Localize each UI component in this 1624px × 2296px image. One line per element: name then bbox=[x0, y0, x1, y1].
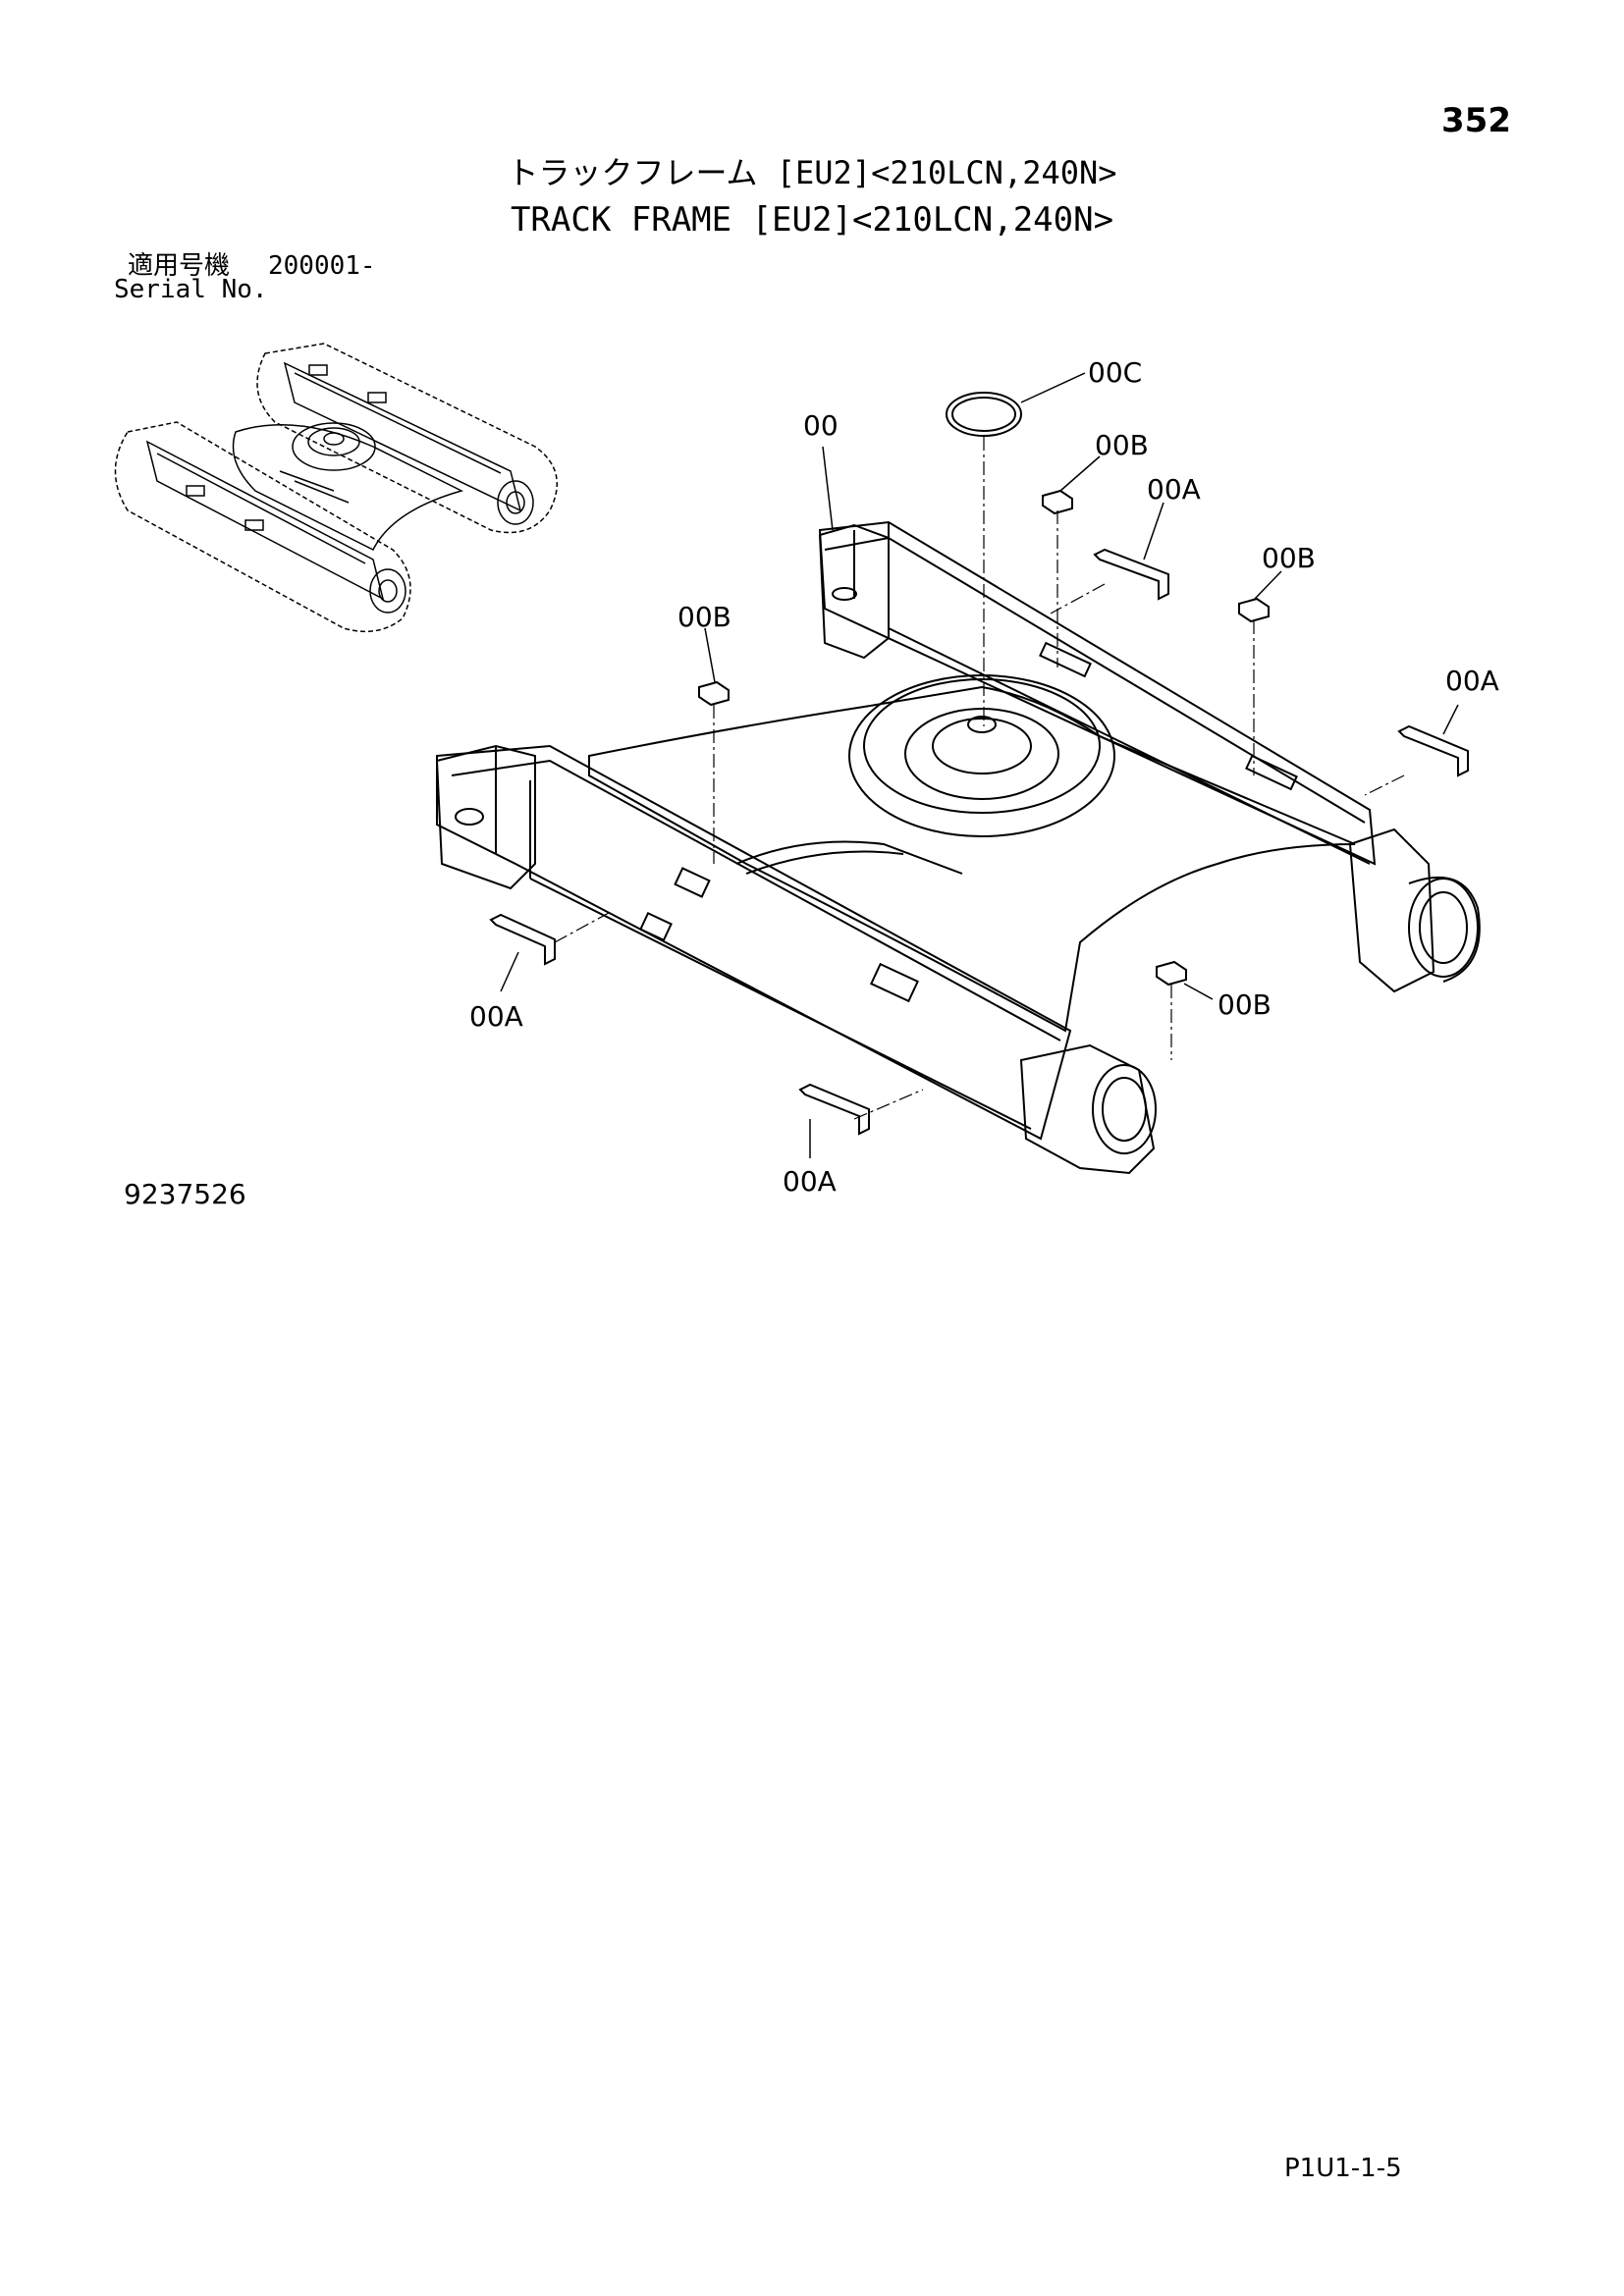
leader-00C bbox=[1020, 372, 1086, 403]
callout-00A-left: 00A bbox=[469, 1000, 523, 1033]
clip-part-left bbox=[489, 913, 556, 966]
leader-00A-left bbox=[500, 951, 519, 992]
callout-00A-lower: 00A bbox=[783, 1165, 837, 1198]
callout-00B-lower: 00B bbox=[1218, 988, 1272, 1021]
page-title-japanese: トラックフレーム [EU2]<210LCN,240N> bbox=[507, 154, 1117, 191]
serial-number-value: 200001- bbox=[268, 251, 376, 281]
callout-00B-right: 00B bbox=[1262, 542, 1316, 574]
callout-00B-upper: 00B bbox=[1095, 429, 1149, 461]
leader-00A-right bbox=[1442, 704, 1459, 735]
left-side-rail bbox=[436, 744, 1072, 1141]
leader-00B-lower bbox=[1183, 983, 1214, 1000]
figure-number: 9237526 bbox=[124, 1178, 246, 1210]
left-idler-housing bbox=[1019, 1043, 1156, 1175]
page-title-english: TRACK FRAME [EU2]<210LCN,240N> bbox=[510, 200, 1114, 240]
serial-label-japanese: 適用号機 bbox=[128, 251, 231, 281]
right-idler-housing bbox=[1348, 828, 1435, 993]
clip-part-lower bbox=[798, 1083, 870, 1136]
leader-00B-left bbox=[704, 627, 716, 683]
callout-00A-right: 00A bbox=[1445, 665, 1499, 697]
pad-part-upper bbox=[1042, 489, 1073, 515]
swing-circle-mount bbox=[848, 674, 1115, 837]
pad-part-lower bbox=[1156, 960, 1187, 987]
callout-00B-left: 00B bbox=[677, 601, 731, 633]
callout-00A-upper: 00A bbox=[1147, 473, 1201, 506]
leader-00A-upper bbox=[1143, 502, 1164, 561]
pad-part-left bbox=[698, 680, 730, 707]
seal-ring-part bbox=[946, 392, 1022, 437]
callout-00C: 00C bbox=[1088, 356, 1143, 389]
pad-part-right bbox=[1238, 597, 1270, 623]
center-body bbox=[588, 685, 1356, 1033]
serial-label-english: Serial No. bbox=[114, 275, 268, 304]
leader-00B-upper bbox=[1059, 455, 1101, 492]
leader-00 bbox=[822, 446, 834, 531]
page-number: 352 bbox=[1441, 101, 1511, 140]
clip-part-right bbox=[1397, 724, 1469, 777]
clip-part-upper bbox=[1093, 548, 1169, 601]
leader-00B-right bbox=[1254, 570, 1282, 600]
page-code: P1U1-1-5 bbox=[1284, 2154, 1402, 2183]
left-idler-bore bbox=[1092, 1064, 1157, 1154]
callout-00: 00 bbox=[803, 409, 839, 442]
